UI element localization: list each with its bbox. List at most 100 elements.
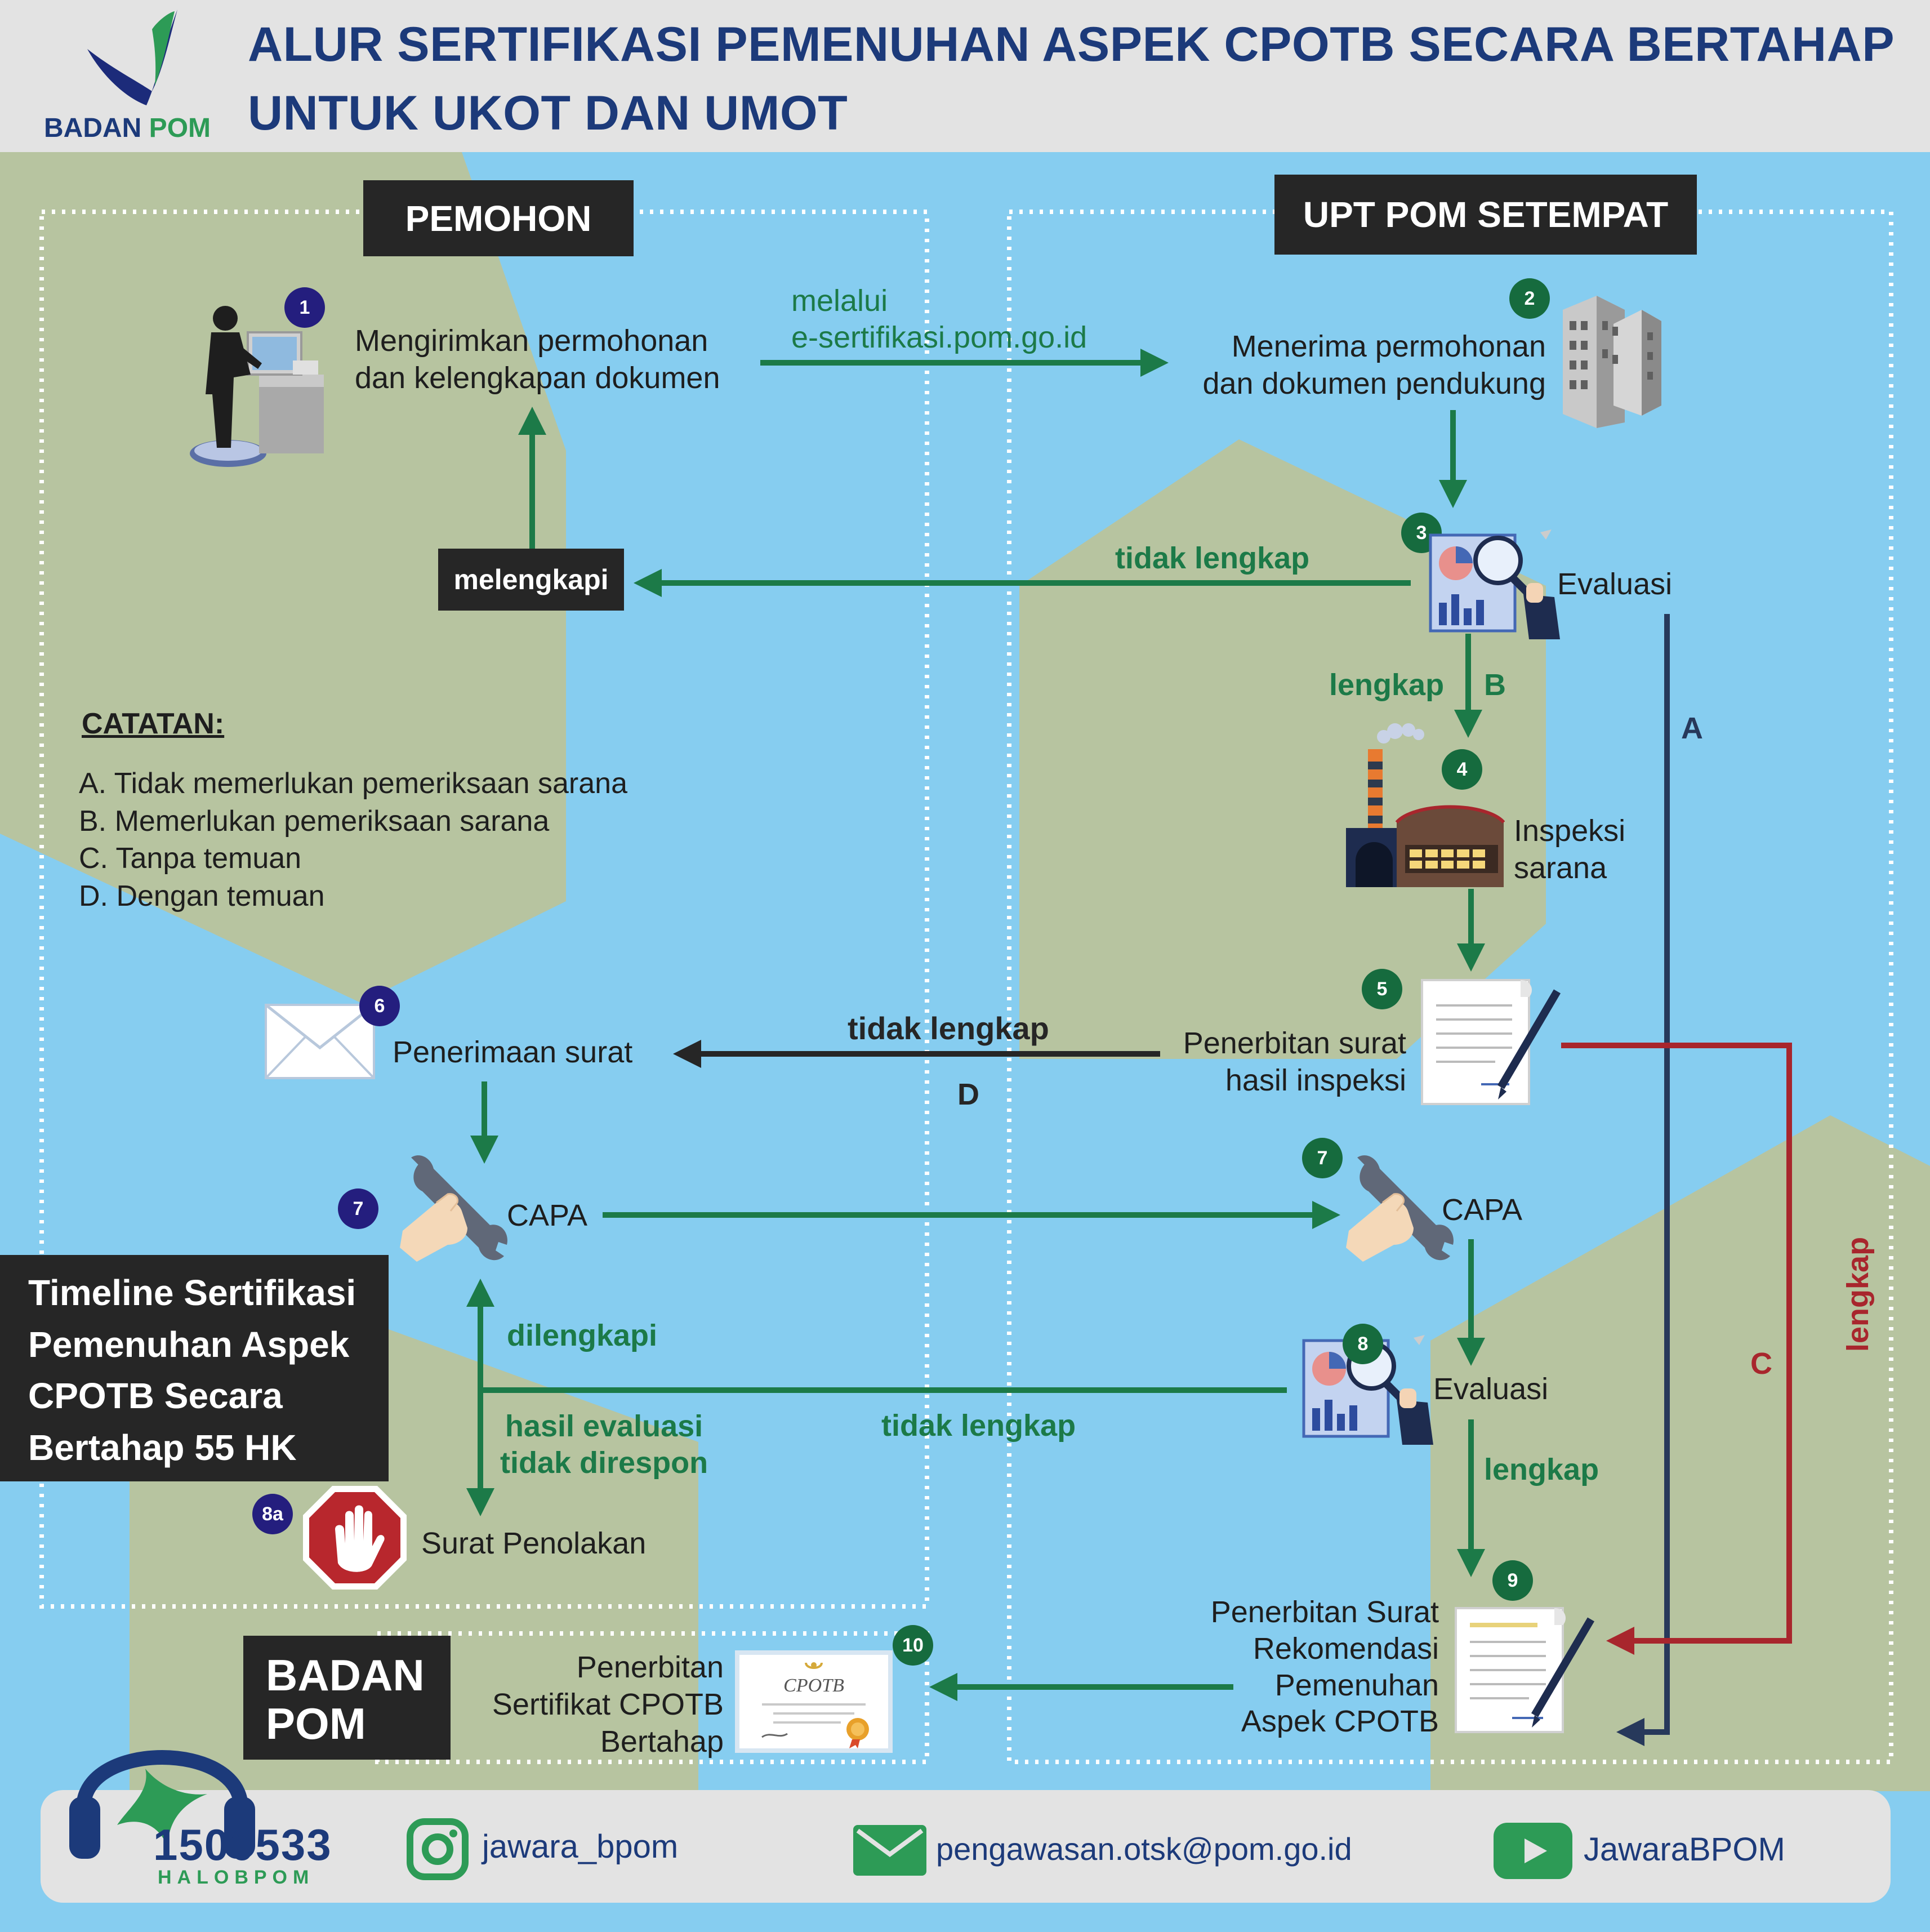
step-9-badge: 9 bbox=[1492, 1560, 1533, 1601]
step-10-text-line2: Sertifikat CPOTB bbox=[492, 1687, 724, 1721]
lane-box-upt bbox=[1007, 210, 1893, 1764]
evaluation-chart-magnifier-icon bbox=[1429, 529, 1560, 639]
lane-label-upt: UPT POM SETEMPAT bbox=[1274, 175, 1697, 255]
step-9-text-line1: Penerbitan Surat bbox=[1210, 1595, 1439, 1629]
badan-pom-logo-icon bbox=[87, 10, 177, 105]
page-title-line2: UNTUK UKOT DAN UMOT bbox=[248, 86, 848, 140]
step-10-badge: 10 bbox=[893, 1625, 933, 1666]
office-building-icon bbox=[1563, 296, 1661, 428]
step-7-left-label: CAPA bbox=[507, 1199, 588, 1232]
note-item-b: B. Memerlukan pemeriksaan sarana bbox=[79, 804, 550, 838]
person-at-computer-icon bbox=[190, 306, 324, 467]
step-1-badge: 1 bbox=[284, 287, 325, 328]
edge-label-dilengkapi: dilengkapi bbox=[507, 1319, 658, 1352]
edge-label-lengkap-vertical: lengkap bbox=[1841, 1236, 1875, 1352]
via-label: melalui e-sertifikasi.pom.go.id bbox=[791, 283, 1087, 356]
note-item-d: D. Dengan temuan bbox=[79, 879, 325, 912]
header-bar bbox=[0, 0, 1930, 152]
badan-pom-label: BADAN POM bbox=[243, 1636, 451, 1760]
edge-label-c: C bbox=[1750, 1347, 1772, 1381]
step-8a-label: Surat Penolakan bbox=[421, 1526, 647, 1560]
note-item-a: A. Tidak memerlukan pemeriksaan sarana bbox=[79, 767, 628, 800]
wrench-hand-icon-left bbox=[400, 1155, 507, 1262]
headset-hotline-icon bbox=[69, 1750, 255, 1859]
step-2-badge: 2 bbox=[1509, 278, 1550, 319]
edge-label-tidak-lengkap-1: tidak lengkap bbox=[1115, 541, 1310, 575]
envelope-icon bbox=[265, 1004, 375, 1079]
youtube-channel[interactable]: JawaraBPOM bbox=[1584, 1831, 1785, 1868]
step-7-right-label: CAPA bbox=[1442, 1193, 1523, 1227]
timeline-line1: Timeline Sertifikasi bbox=[28, 1272, 356, 1313]
certificate-card: CPOTB bbox=[735, 1650, 893, 1753]
step-5-badge: 5 bbox=[1362, 969, 1402, 1009]
via-label-line2: e-sertifikasi.pom.go.id bbox=[791, 320, 1087, 354]
step-2-text-line2: dan dokumen pendukung bbox=[1202, 366, 1546, 400]
edge-label-hasil-evaluasi: hasil evaluasi tidak direspon bbox=[500, 1408, 708, 1481]
step-5-text-line2: hasil inspeksi bbox=[1225, 1063, 1406, 1097]
edge-label-lengkap-2: lengkap bbox=[1484, 1453, 1599, 1486]
step-9-text-line3: Pemenuhan bbox=[1274, 1668, 1439, 1702]
step-2-text: Menerima permohonan dan dokumen pendukun… bbox=[1155, 328, 1546, 403]
edge-label-tidak-lengkap-2: tidak lengkap bbox=[848, 1010, 1049, 1046]
edge-label-hasil-line2: tidak direspon bbox=[500, 1445, 708, 1480]
hotline-label: HALOBPOM bbox=[158, 1867, 315, 1888]
email-icon bbox=[853, 1825, 926, 1876]
certificate-box bbox=[375, 1631, 929, 1764]
step-10-text-line1: Penerbitan bbox=[576, 1650, 724, 1684]
step-10-text: Penerbitan Sertifikat CPOTB Bertahap bbox=[439, 1649, 724, 1761]
youtube-icon bbox=[1494, 1823, 1572, 1879]
edge-label-b: B bbox=[1484, 668, 1506, 702]
bg-hexagon-left bbox=[0, 152, 566, 1003]
hotline-number[interactable]: 1500533 bbox=[153, 1820, 332, 1869]
logo-text-pom: POM bbox=[149, 113, 211, 143]
step-4-text-line1: Inspeksi bbox=[1514, 814, 1626, 848]
wrench-hand-icon-right bbox=[1346, 1155, 1454, 1262]
certificate-title: CPOTB bbox=[783, 1675, 844, 1696]
step-2-text-line1: Menerima permohonan bbox=[1231, 330, 1546, 363]
timeline-line2: Pemenuhan Aspek bbox=[28, 1324, 350, 1365]
stop-hand-icon bbox=[303, 1486, 407, 1590]
certificate-decor-icon bbox=[761, 1662, 869, 1748]
notes-list: A. Tidak memerlukan pemeriksaan sarana B… bbox=[79, 765, 627, 915]
edge-label-d: D bbox=[957, 1078, 979, 1111]
step-8a-badge: 8a bbox=[252, 1494, 293, 1534]
step-1-text-line1: Mengirimkan permohonan bbox=[355, 324, 708, 358]
step-7-left-badge: 7 bbox=[338, 1188, 378, 1229]
recommendation-document-pen-icon bbox=[1455, 1607, 1595, 1733]
arrow-path-a bbox=[1616, 614, 1670, 1746]
step-5-text: Penerbitan surat hasil inspeksi bbox=[1126, 1025, 1406, 1099]
step-9-text-line4: Aspek CPOTB bbox=[1241, 1704, 1439, 1739]
email-address[interactable]: pengawasan.otsk@pom.go.id bbox=[936, 1831, 1352, 1867]
timeline-line4: Bertahap 55 HK bbox=[28, 1427, 297, 1468]
timeline-box: Timeline Sertifikasi Pemenuhan Aspek CPO… bbox=[0, 1255, 389, 1481]
step-8-label: Evaluasi bbox=[1433, 1372, 1549, 1406]
badan-pom-line1: BADAN bbox=[266, 1650, 425, 1700]
step-6-label: Penerimaan surat bbox=[393, 1035, 633, 1069]
step-6-badge: 6 bbox=[359, 986, 400, 1026]
badan-pom-line2: POM bbox=[266, 1698, 366, 1748]
via-label-line1: melalui bbox=[791, 284, 888, 318]
step-7-right-badge: 7 bbox=[1302, 1138, 1343, 1178]
document-pen-icon bbox=[1421, 979, 1561, 1105]
lane-label-pemohon: PEMOHON bbox=[363, 180, 634, 256]
step-1-text-line2: dan kelengkapan dokumen bbox=[355, 360, 720, 395]
step-8-badge: 8 bbox=[1343, 1324, 1383, 1364]
instagram-icon bbox=[407, 1818, 469, 1880]
note-item-c: C. Tanpa temuan bbox=[79, 842, 302, 875]
edge-label-hasil-line1: hasil evaluasi bbox=[505, 1409, 703, 1443]
step-3-label: Evaluasi bbox=[1557, 567, 1673, 601]
bg-hexagon-center bbox=[1019, 439, 1546, 1059]
notes-title: CATATAN: bbox=[82, 707, 225, 740]
step-4-badge: 4 bbox=[1442, 749, 1482, 790]
melengkapi-label: melengkapi bbox=[438, 549, 624, 611]
logo-text: BADAN POM bbox=[44, 113, 211, 144]
step-1-text: Mengirimkan permohonan dan kelengkapan d… bbox=[355, 323, 720, 397]
edge-label-a: A bbox=[1681, 711, 1703, 745]
step-4-text-line2: sarana bbox=[1514, 851, 1607, 885]
lane-box-pemohon bbox=[39, 210, 929, 1609]
factory-icon bbox=[1346, 723, 1505, 887]
footer-bar bbox=[41, 1790, 1891, 1903]
step-4-text: Inspeksi sarana bbox=[1514, 813, 1625, 887]
instagram-handle[interactable]: jawara_bpom bbox=[482, 1828, 679, 1865]
edge-label-lengkap-1: lengkap bbox=[1329, 668, 1445, 702]
